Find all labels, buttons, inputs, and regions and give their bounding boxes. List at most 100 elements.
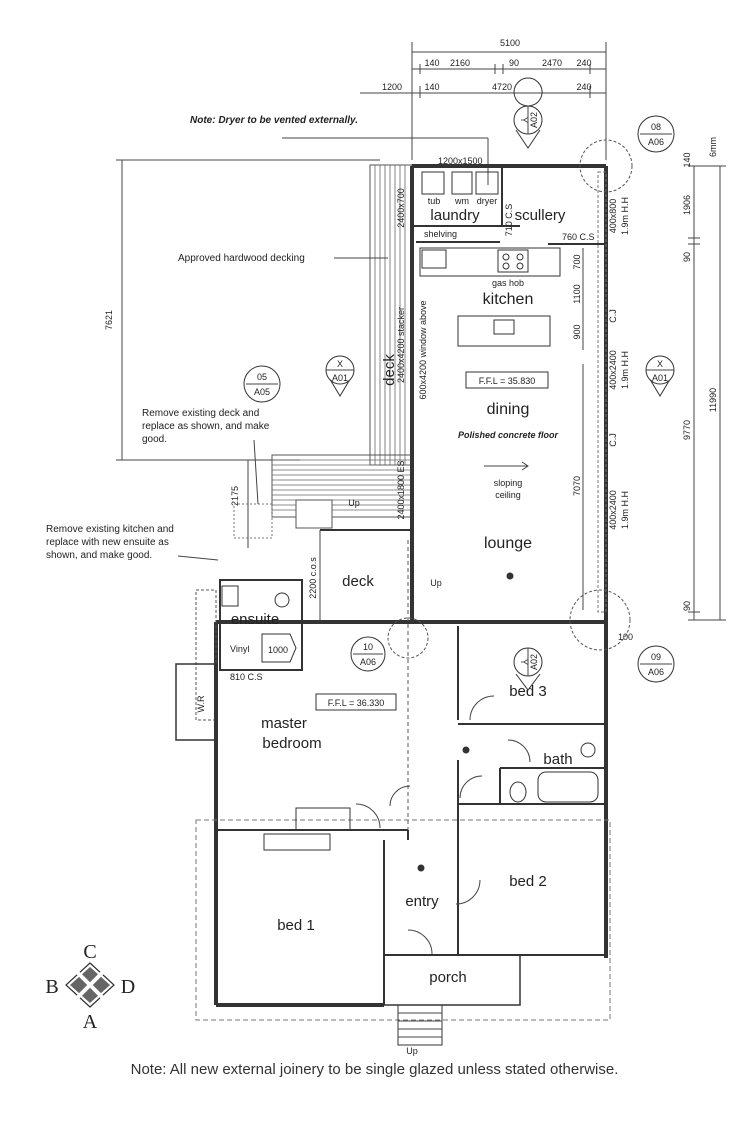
marker-08: 08 A06 (579, 115, 675, 193)
room-deck-lower: deck (342, 573, 374, 590)
marker-x-right-letter: X (657, 359, 663, 369)
label-tub: tub (428, 196, 441, 206)
label-wm: wm (454, 196, 469, 206)
label-hh3: 1.9m H.H (620, 491, 630, 529)
dim-r-90b: 90 (682, 601, 692, 611)
marker-x-left: X A01 (325, 355, 355, 397)
marker-10: 10 A06 (350, 617, 429, 672)
room-kitchen: kitchen (483, 291, 534, 308)
label-810cs: 810 C.S (230, 672, 263, 682)
remove-kitchen-note-2: replace with new ensuite as (46, 537, 169, 548)
porch-stairs (397, 1004, 443, 1046)
compass-d: D (121, 976, 135, 998)
ffl-upper: F.F.L = 35.830 (479, 376, 535, 386)
room-entry: entry (405, 893, 439, 910)
label-400x2400a: 400x2400 (608, 350, 618, 390)
label-hh1: 1.9m H.H (620, 197, 630, 235)
label-hh2: 1.9m H.H (620, 351, 630, 389)
compass-a: A (83, 1011, 98, 1033)
dim-240b: 240 (576, 82, 591, 92)
label-2400x700: 2400x700 (396, 188, 406, 228)
room-dining: dining (487, 401, 530, 418)
label-2400x1800: 2400x1800 ES (396, 460, 406, 519)
label-shelving: shelving (424, 229, 457, 239)
remove-kitchen-note-1: Remove existing kitchen and (46, 524, 174, 535)
marker-x-left-ref: A01 (332, 373, 348, 383)
upper-wing-walls (410, 164, 608, 622)
top-dimensions: 5100 140 2160 90 2470 240 1200 140 4720 … (360, 38, 607, 160)
marker-10-ref: A06 (360, 657, 376, 667)
marker-y-mid-letter: Y (519, 659, 529, 665)
marker-x-right: X A01 (645, 355, 675, 397)
dim-140b: 140 (424, 82, 439, 92)
label-up-2: Up (430, 578, 442, 588)
label-760cs: 760 C.S (562, 232, 595, 242)
dim-2470: 2470 (542, 58, 562, 68)
dim-2160: 2160 (450, 58, 470, 68)
remove-kitchen-note-3: shown, and make good. (46, 550, 152, 561)
marker-09-ref: A06 (648, 667, 664, 677)
dim-2200: 2200 c.o.s (308, 557, 318, 599)
marker-y-mid: Y A02 (513, 647, 543, 691)
room-laundry: laundry (430, 207, 480, 224)
room-scullery: scullery (515, 207, 566, 224)
room-bath: bath (543, 751, 572, 768)
room-bed1: bed 1 (277, 917, 315, 934)
dim-1200: 1200 (382, 82, 402, 92)
label-sloping: sloping (494, 478, 523, 488)
room-porch: porch (429, 969, 467, 986)
dim-90: 90 (509, 58, 519, 68)
dim-r-140: 140 (682, 152, 692, 167)
marker-05-num: 05 (257, 372, 267, 382)
compass-b: B (45, 976, 58, 998)
marker-y-top-ref: A02 (529, 112, 539, 128)
label-stacker: 2400x4200 stacker (396, 307, 406, 383)
room-wr: W.R (196, 695, 206, 712)
label-100: 100 (618, 632, 633, 642)
marker-x-right-ref: A01 (652, 373, 668, 383)
lower-house-walls (175, 540, 611, 1021)
dim-2175: 2175 (230, 486, 240, 506)
dim-11990: 11990 (708, 388, 718, 412)
marker-05-ref: A05 (254, 387, 270, 397)
marker-08-num: 08 (651, 122, 661, 132)
room-bed2: bed 2 (509, 873, 547, 890)
room-master-2: bedroom (262, 735, 321, 752)
label-ceiling: ceiling (495, 490, 521, 500)
marker-09: 09 A06 100 (569, 589, 675, 683)
marker-x-left-letter: X (337, 359, 343, 369)
dim-900: 900 (572, 324, 582, 339)
lower-deck (319, 529, 412, 620)
label-floor: Polished concrete floor (458, 430, 559, 440)
dim-6mm: 6mm (708, 137, 718, 157)
label-400x800: 400x800 (608, 199, 618, 234)
label-up-3: Up (406, 1046, 418, 1056)
label-710cs: 710 C.S (504, 204, 514, 237)
label-cj2: C.J (608, 433, 618, 447)
dim-700: 700 (572, 254, 582, 269)
marker-y-top-letter: Y (519, 117, 529, 123)
dim-240: 240 (576, 58, 591, 68)
room-ensuite: ensuite (231, 611, 279, 628)
room-master-1: master (261, 715, 307, 732)
label-shower-1000: 1000 (268, 645, 288, 655)
remove-deck-note-2: replace as shown, and make (142, 421, 270, 432)
dryer-note: Note: Dryer to be vented externally. (190, 115, 358, 126)
marker-y-mid-ref: A02 (529, 654, 539, 670)
room-deck-upper: deck (381, 354, 398, 386)
dim-1906: 1906 (682, 195, 692, 215)
right-dimensions: 11990 9770 140 6mm 1906 90 90 (682, 137, 726, 621)
dim-140: 140 (424, 58, 439, 68)
dim-top-total: 5100 (500, 38, 520, 48)
compass-rose: C B D A (45, 941, 135, 1033)
decking-note: Approved hardwood decking (178, 253, 305, 264)
ffl-lower: F.F.L = 36.330 (328, 698, 384, 708)
dim-9770: 9770 (682, 420, 692, 440)
window-1200x1500: 1200x1500 (438, 156, 483, 166)
remove-deck-note-1: Remove existing deck and (142, 408, 259, 419)
dim-7621: 7621 (104, 310, 114, 330)
dim-1100: 1100 (572, 284, 582, 303)
label-dryer: dryer (477, 196, 498, 206)
label-up-1: Up (348, 498, 360, 508)
